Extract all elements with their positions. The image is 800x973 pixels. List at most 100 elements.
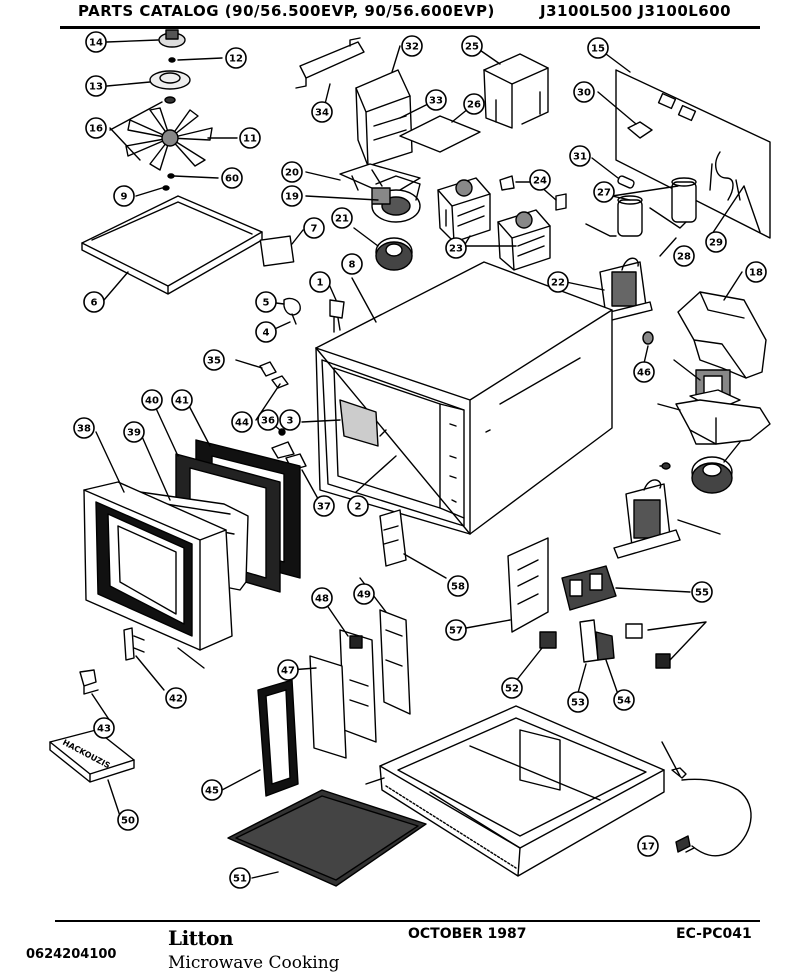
callout-circle [613,689,635,711]
callout-23: 23 [445,237,467,259]
callout-label: 7 [311,224,318,235]
callout-1: 1 [309,271,331,293]
callout-label: 60 [225,174,239,185]
callout-circle [257,409,279,431]
callout-circle [445,237,467,259]
callout-51: 51 [229,867,251,889]
callout-circle [255,321,277,343]
magnetrons [437,177,551,271]
callout-6: 6 [83,291,105,313]
callout-label: 13 [89,82,103,93]
callout-label: 28 [677,252,691,263]
callout-54: 54 [613,689,635,711]
air-duct [355,69,413,167]
callout-circle [85,75,107,97]
callout-48: 48 [311,587,333,609]
callout-circle [113,185,135,207]
control-label-card: HACKOUZIS [49,729,135,783]
waveguide-cover-plate [81,195,263,295]
callout-label: 50 [121,816,135,827]
callout-label: 9 [121,192,128,203]
callout-circle [313,495,335,517]
callout-circle [637,835,659,857]
callout-label: 5 [263,298,270,309]
callout-19: 19 [281,185,303,207]
callout-label: 39 [127,428,141,439]
callout-circle [425,89,447,111]
callout-label: 37 [317,502,331,513]
oven-cavity-cabinet [315,261,613,535]
callout-label: 1 [317,278,324,289]
callout-25: 25 [461,35,483,57]
callout-8: 8 [341,253,363,275]
callout-circle [83,291,105,313]
callout-label: 12 [229,54,243,65]
callout-circle [341,253,363,275]
callout-circle [231,411,253,433]
callout-label: 17 [641,842,655,853]
blower-motor-duct [339,163,421,223]
callout-label: 34 [315,108,329,119]
callout-13: 13 [85,75,107,97]
callout-label: 24 [533,176,547,187]
callout-label: 38 [77,424,91,435]
fan-motor-assembly [125,29,213,191]
callout-circle [311,587,333,609]
callout-32: 32 [401,35,423,57]
callout-circle [309,271,331,293]
door-panel-boards [257,609,411,797]
callout-35: 35 [203,349,225,371]
callout-31: 31 [569,145,591,167]
callout-label: 35 [207,356,221,367]
callout-label: 51 [233,874,247,885]
callout-circle [203,349,225,371]
magnetron-bracket [483,53,549,129]
callout-41: 41 [171,389,193,411]
callout-49: 49 [353,583,375,605]
callout-label: 42 [169,694,183,705]
callout-circle [705,231,727,253]
callout-28: 28 [673,245,695,267]
callout-circle [445,619,467,641]
callout-label: 46 [637,368,651,379]
callout-label: 16 [89,124,103,135]
callout-47: 47 [277,659,299,681]
callout-label: 3 [287,416,294,427]
callout-38: 38 [73,417,95,439]
oven-base-pan [379,705,665,877]
callout-circle [277,659,299,681]
callout-label: 29 [709,238,723,249]
callout-label: 41 [175,396,189,407]
callout-circle [529,169,551,191]
callout-57: 57 [445,619,467,641]
callout-55: 55 [691,581,713,603]
callout-42: 42 [165,687,187,709]
callout-50: 50 [117,809,139,831]
callout-label: 22 [551,278,565,289]
callout-circle [201,779,223,801]
callout-label: 36 [261,416,275,427]
callout-label: 54 [617,696,631,707]
callout-circle [573,81,595,103]
catalog-date: OCTOBER 1987 [408,926,527,942]
relay-block [561,565,671,669]
callout-label: 4 [263,328,270,339]
motor-mount-right [675,399,771,445]
callout-22: 22 [547,271,569,293]
callout-circle [353,583,375,605]
callout-circle [331,207,353,229]
model-numbers: J3100L500 J3100L600 [540,2,732,20]
callout-label: 55 [695,588,709,599]
callout-3: 3 [279,409,301,431]
callout-33: 33 [425,89,447,111]
callout-34: 34 [311,101,333,123]
callout-circle [311,101,333,123]
callout-circle [447,575,469,597]
callout-37: 37 [313,495,335,517]
callout-4: 4 [255,321,277,343]
callout-27: 27 [593,181,615,203]
callout-label: 30 [577,88,591,99]
callout-29: 29 [705,231,727,253]
callout-circle [593,181,615,203]
callout-label: 21 [335,214,349,225]
